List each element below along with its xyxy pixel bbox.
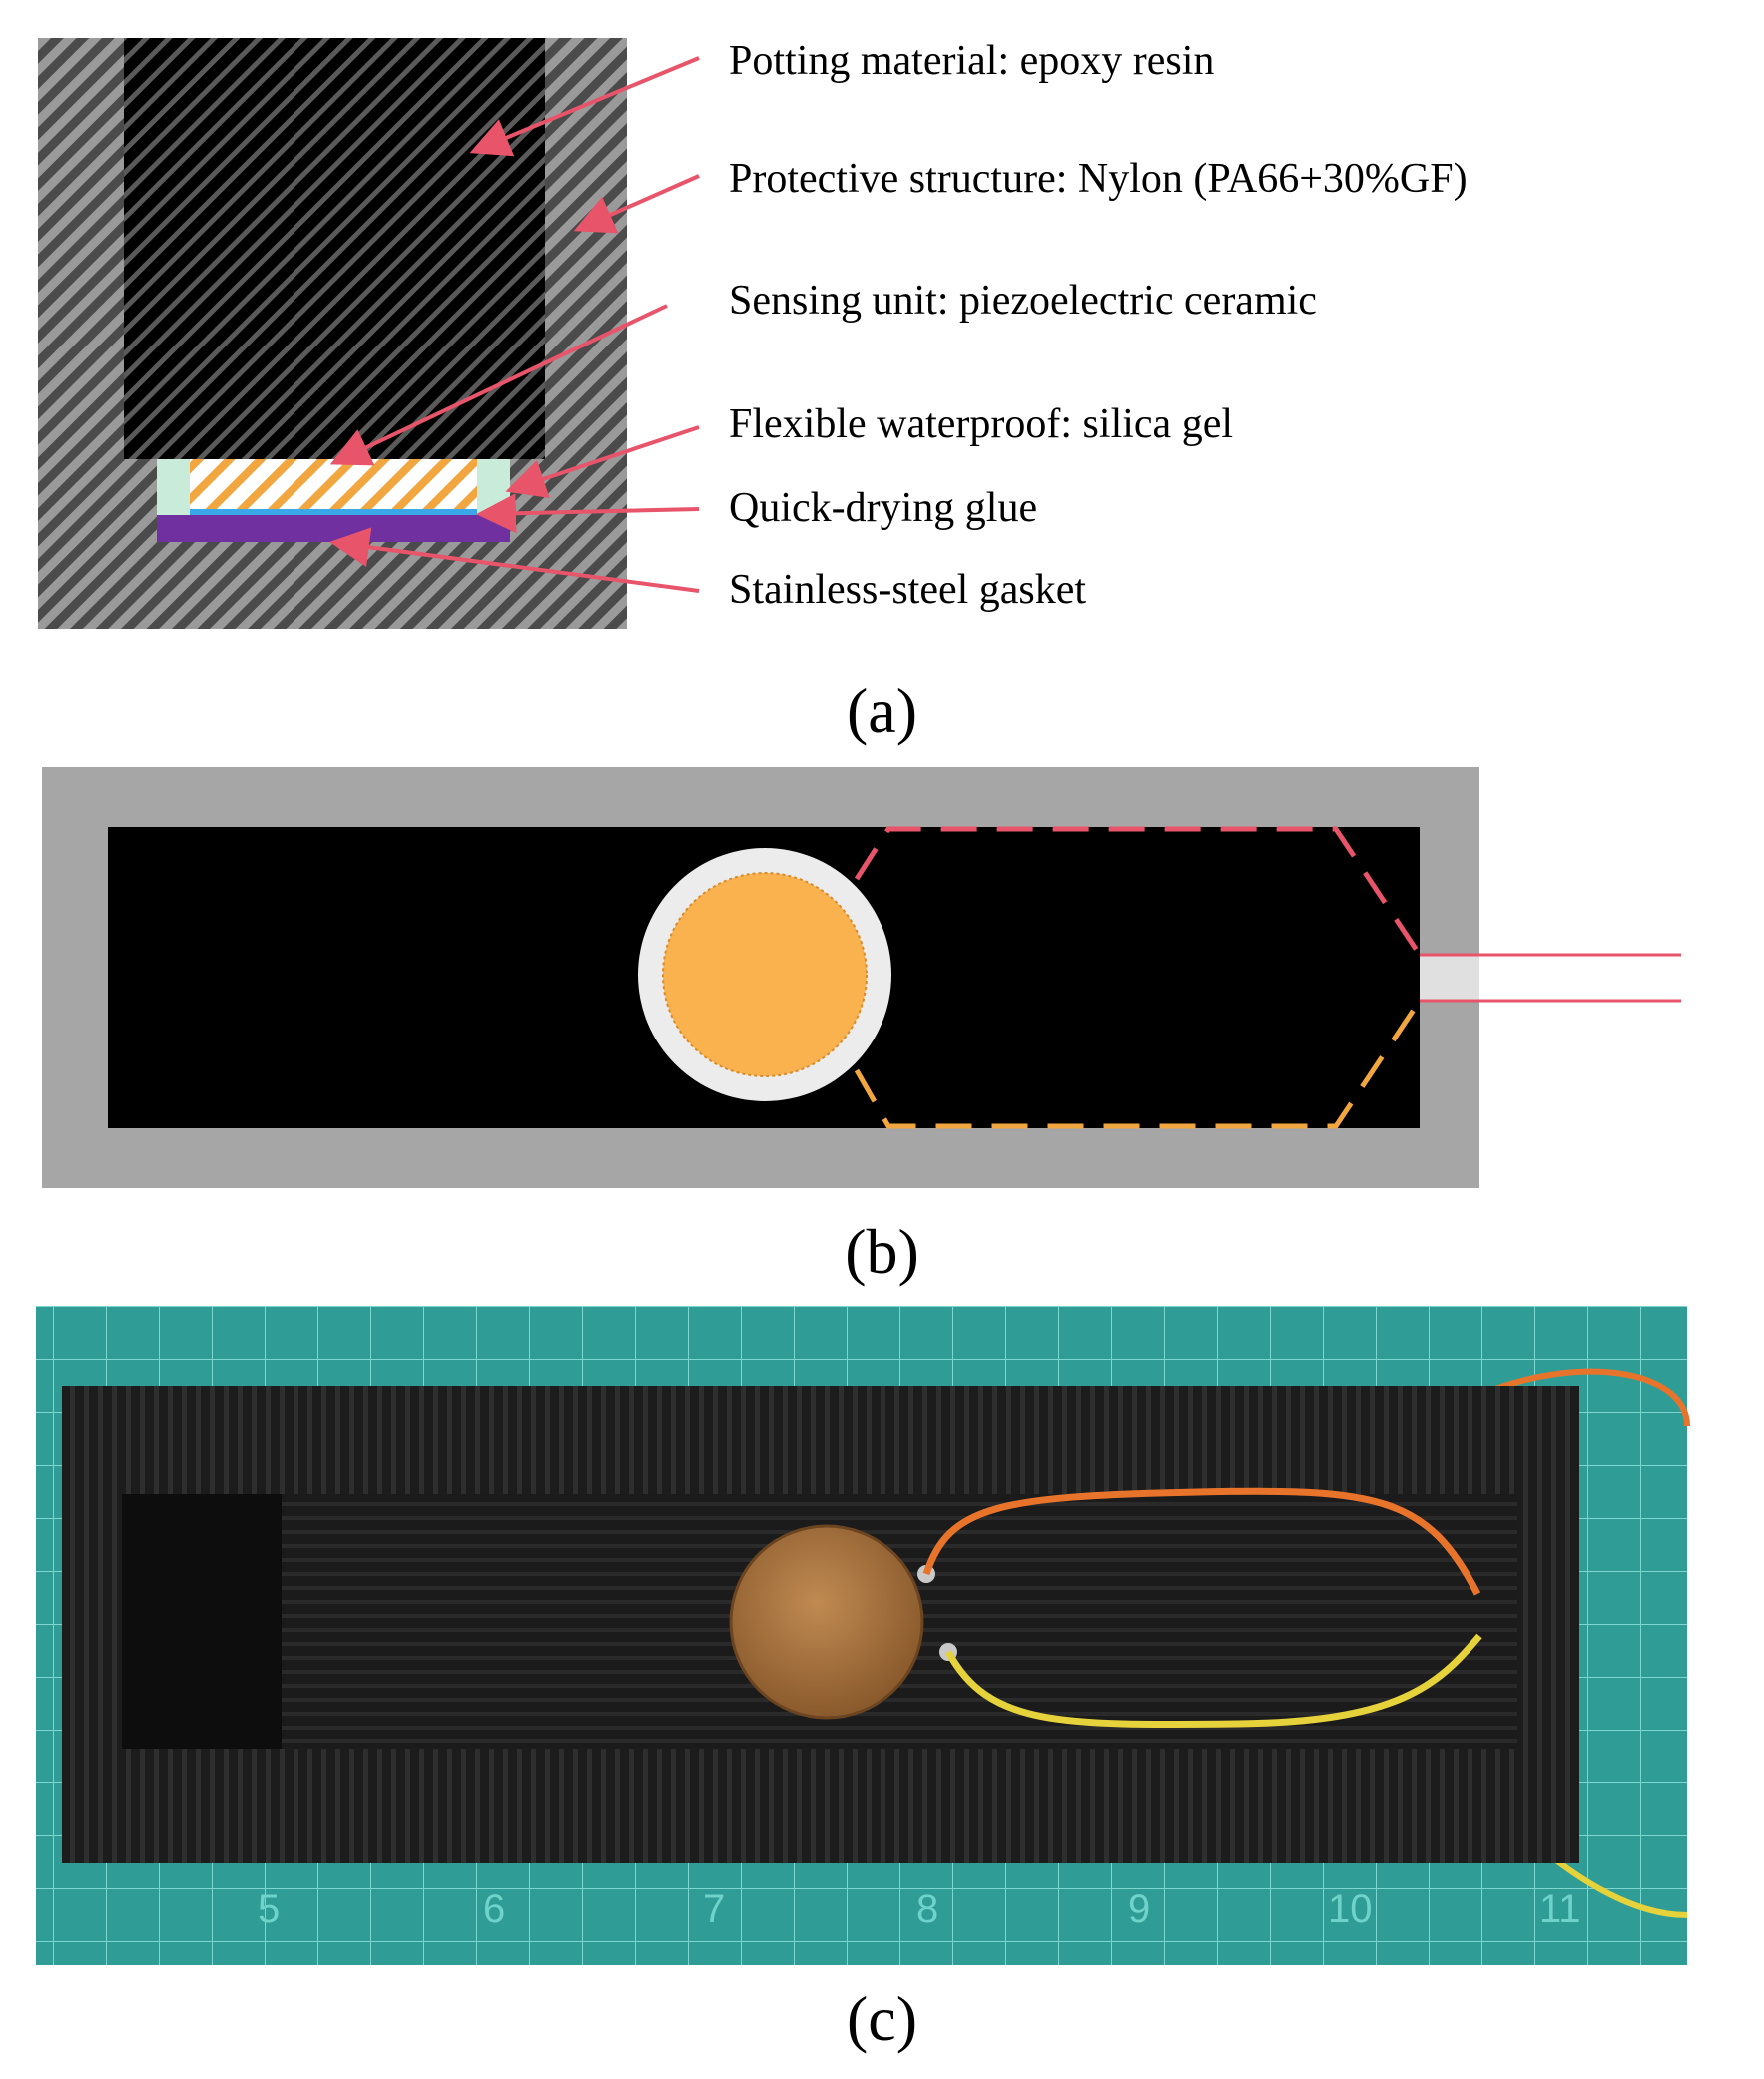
label-flexible: Flexible waterproof: silica gel: [729, 401, 1234, 447]
potting-epoxy: [124, 38, 545, 459]
ruler-number: 6: [483, 1887, 506, 1931]
piezo-disc: [662, 872, 868, 1077]
label-glue: Quick-drying glue: [729, 485, 1038, 531]
yellow-wire: [944, 1633, 1482, 1729]
ruler-number: 9: [1128, 1887, 1151, 1931]
label-potting: Potting material: epoxy resin: [729, 38, 1215, 84]
caption-b: (b): [845, 1216, 919, 1287]
upper-wire-path: [854, 826, 1423, 957]
piezo-ceramic: [190, 459, 477, 509]
ruler-number: 7: [703, 1887, 726, 1931]
ruler-number: 11: [1539, 1887, 1581, 1931]
prototype-photo: [36, 1306, 1690, 1965]
arrow-glue: [476, 493, 700, 534]
ruler-number: 8: [916, 1887, 939, 1931]
piezo-disc-photo: [729, 1524, 924, 1720]
label-gasket: Stainless-steel gasket: [729, 567, 1087, 613]
label-sensing: Sensing unit: piezoelectric ceramic: [729, 278, 1317, 324]
arrow-protective: [573, 174, 700, 234]
lower-wire-path: [854, 999, 1423, 1129]
top-view-diagram: [42, 767, 1681, 1188]
quick-drying-glue: [190, 509, 477, 515]
caption-c: (c): [846, 1983, 918, 2054]
label-protective: Protective structure: Nylon (PA66+30%GF): [729, 156, 1468, 202]
ruler-number: 5: [258, 1887, 281, 1931]
caption-a: (a): [846, 675, 918, 746]
cross-section-diagram: [38, 38, 700, 629]
orange-wire: [922, 1487, 1481, 1596]
cavity-shadow: [122, 1494, 282, 1749]
ruler-number: 10: [1328, 1887, 1373, 1931]
panel-c: 5 6 7 8 9 10 11 (c): [0, 1298, 1764, 2079]
cable-exit: [1420, 955, 1479, 1001]
arrow-potting: [469, 56, 700, 157]
arrow-gasket: [329, 527, 700, 593]
panel-b: (b): [0, 759, 1764, 1298]
stainless-gasket: [157, 515, 510, 542]
ruler-numbers: 5 6 7 8 9 10 11: [0, 1887, 1764, 1947]
arrow-sensing: [329, 304, 668, 466]
panel-a: Potting material: epoxy resin Protective…: [0, 0, 1764, 759]
arrow-flexible: [505, 425, 700, 498]
